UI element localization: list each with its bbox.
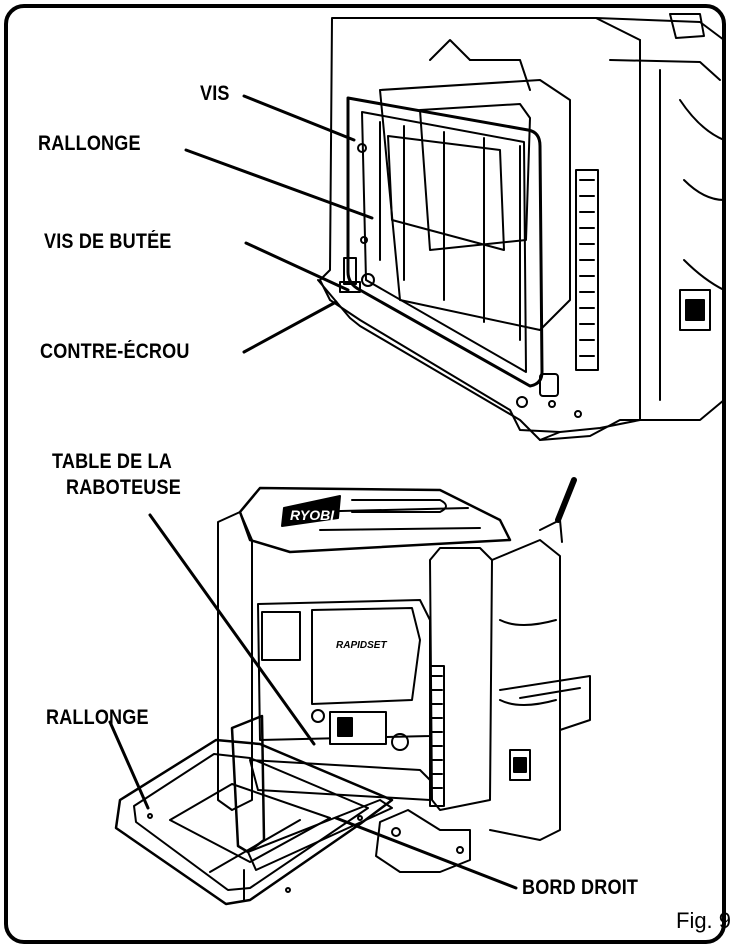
leader-vis	[242, 94, 356, 142]
top-planer	[317, 13, 725, 441]
label-contre-ecrou: CONTRE-ÉCROU	[40, 340, 190, 363]
leader-rallonge-bottom	[108, 720, 150, 810]
leader-vis-de-butee	[244, 241, 350, 292]
label-vis-de-butee: VIS DE BUTÉE	[44, 230, 172, 253]
svg-text:RAPIDSET: RAPIDSET	[336, 640, 387, 651]
label-bord-droit: BORD DROIT	[522, 876, 639, 899]
label-table-line1: TABLE DE LA	[52, 450, 172, 473]
leader-lines	[108, 94, 518, 890]
leader-table	[148, 513, 316, 746]
leader-rallonge-top	[184, 148, 374, 220]
label-table-line2: RABOTEUSE	[66, 476, 181, 499]
svg-text:RYOBI: RYOBI	[290, 507, 335, 523]
figure-label: Fig. 9	[676, 908, 732, 933]
bottom-planer	[114, 477, 591, 906]
leader-bord-droit	[334, 816, 518, 890]
leader-contre-ecrou	[242, 300, 338, 354]
label-rallonge-bottom: RALLONGE	[46, 706, 149, 729]
rapidset-marking: RAPIDSET	[336, 640, 387, 651]
label-vis: VIS	[200, 82, 230, 105]
ryobi-logo: RYOBI	[281, 495, 341, 527]
label-rallonge-top: RALLONGE	[38, 132, 141, 155]
